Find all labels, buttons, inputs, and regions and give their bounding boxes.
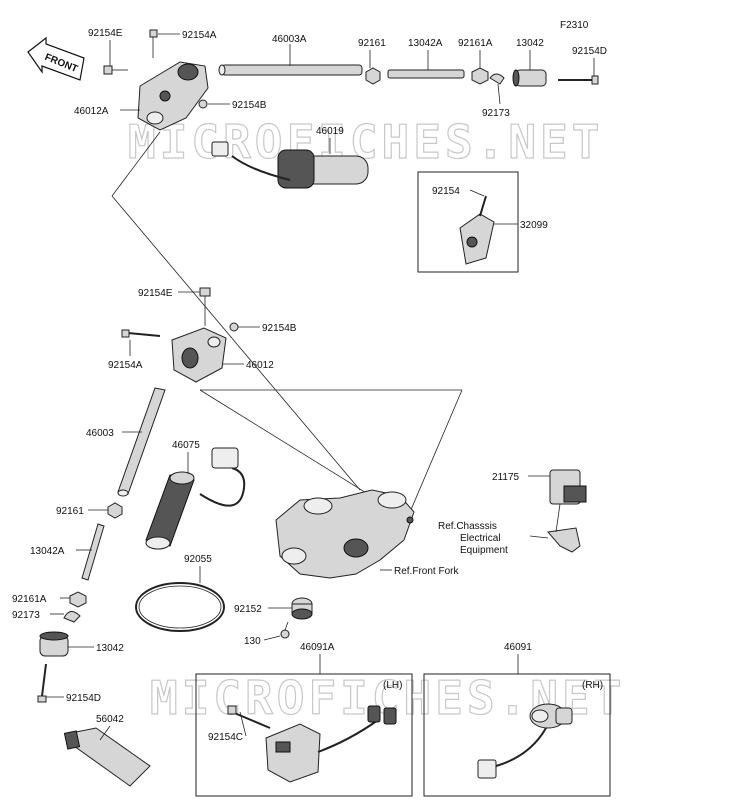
label-13042A-mid: 13042A [30,546,65,557]
label-46091A: 46091A [300,642,335,653]
leader-upper-to-lower [111,131,161,197]
upper-holder-46012A [137,61,209,131]
label-92154-box: 92154 [432,186,460,197]
relay-bracket [547,503,581,553]
clip-92173-top [489,73,505,85]
label-46012A: 46012A [74,106,109,117]
relay-21175 [549,469,587,505]
holder-46012 [171,327,227,383]
label-13042-mid: 13042 [96,643,124,654]
nut-92161A-mid [69,591,87,608]
label-32099: 32099 [520,220,548,231]
end-weight-13042-mid [39,631,69,657]
switch-46091 [477,703,573,779]
label-92154D-top: 92154D [572,46,607,57]
label-92154A-mid: 92154A [108,360,143,371]
bolt-92154B-top [198,99,208,109]
label-92161-top: 92161 [358,38,386,49]
ref-front-fork: Ref.Front Fork [394,566,459,577]
ref-chassis-line2: Electrical [460,533,501,544]
label-46019: 46019 [316,126,344,137]
label-92161-mid: 92161 [56,506,84,517]
label-92154C: 92154C [208,732,243,743]
figure-code: F2310 [560,20,589,31]
bolt-92154E-top [103,65,128,75]
label-46003: 46003 [86,428,114,439]
switch-46091A [265,705,397,783]
label-92161A-mid: 92161A [12,594,47,605]
throttle-grip-46019 [211,141,369,189]
label-92173-top: 92173 [482,108,510,119]
label-92161A-top: 92161A [458,38,493,49]
bolt-92154E-mid [199,287,211,326]
nut-92161-top [365,67,381,85]
label-92154B-mid: 92154B [262,323,297,334]
nut-92161-mid [107,502,123,519]
box-46091A-lh [195,673,413,797]
label-92154D-mid: 92154D [66,693,101,704]
label-92154E-mid: 92154E [138,288,173,299]
box-rh-tag: (RH) [582,680,603,691]
bolt-92154B-mid [229,322,239,332]
label-13042-top: 13042 [516,38,544,49]
ref-chassis-line3: Equipment [460,545,508,556]
nut-92161A-top [471,67,489,85]
leader-cross-3 [409,389,463,513]
tube-56042 [63,727,151,787]
upper-triple-clamp [275,489,415,579]
front-arrow-icon: FRONT [27,36,85,81]
weight-13042A-top [387,69,465,79]
label-92154E-top: 92154E [88,28,123,39]
bolt-92154D-mid [37,663,47,703]
handlebar-46003A [218,64,363,76]
leader-lines [46,33,595,741]
box-lh-tag: (LH) [383,680,402,691]
bolt-92154D-top [558,75,599,85]
label-92152: 92152 [234,604,262,615]
ref-chassis-line1: Ref.Chasssis [438,521,497,532]
bolt-92154A-top [149,29,158,58]
bolt-130 [280,621,290,639]
box-46091-rh [423,673,611,797]
grip-46075 [145,447,246,550]
label-13042A-top: 13042A [408,38,443,49]
bolt-92154A-mid [121,329,161,338]
label-46091: 46091 [504,642,532,653]
damper-92152 [291,597,313,620]
bolt-92154C [227,705,271,729]
box-32099 [417,171,519,273]
bracket-32099 [459,195,495,265]
label-46075: 46075 [172,440,200,451]
handlebar-46003 [117,387,166,497]
label-21175: 21175 [492,472,520,483]
label-46003A: 46003A [272,34,307,45]
weight-13042A-mid [81,523,105,581]
clip-92173-mid [63,611,81,623]
label-92055: 92055 [184,554,212,565]
label-92154B-top: 92154B [232,100,267,111]
label-46012: 46012 [246,360,274,371]
leader-diagonal [111,195,361,491]
end-weight-13042-top [512,69,547,87]
label-92154A-top: 92154A [182,30,217,41]
label-92173-mid: 92173 [12,610,40,621]
label-130: 130 [244,636,261,647]
label-56042: 56042 [96,714,124,725]
ring-92055 [135,582,225,632]
